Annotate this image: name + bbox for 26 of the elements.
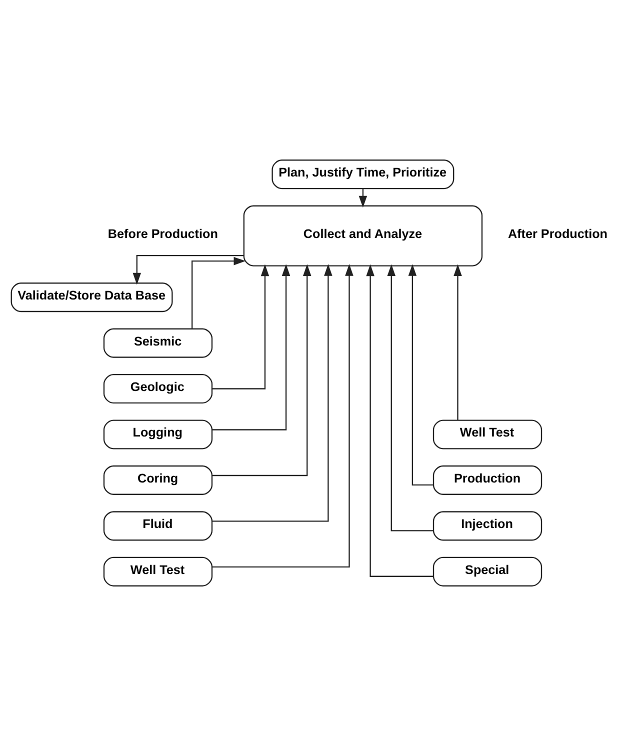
arrow <box>408 264 434 486</box>
arrow <box>212 264 354 568</box>
label: Before Production <box>108 227 218 242</box>
node-box: Validate/Store Data Base <box>10 282 173 312</box>
arrow <box>192 256 246 329</box>
arrow <box>212 264 290 430</box>
node-box: Production <box>432 465 542 495</box>
node-box: Collect and Analyze <box>243 205 483 266</box>
node-box: Coring <box>103 465 213 495</box>
arrow <box>366 264 434 577</box>
node-box: Logging <box>103 420 213 450</box>
arrow <box>212 264 332 522</box>
label: After Production <box>508 227 608 242</box>
node-box: Fluid <box>103 511 213 541</box>
arrow <box>212 264 312 476</box>
node-box: Well Test <box>432 420 542 450</box>
node-box: Injection <box>432 511 542 541</box>
arrow <box>132 254 244 285</box>
arrow <box>212 264 270 390</box>
node-box: Well Test <box>103 556 213 586</box>
arrow <box>454 264 462 420</box>
arrow <box>387 264 434 532</box>
node-box: Plan, Justify Time, Prioritize <box>272 160 454 190</box>
node-box: Geologic <box>103 374 213 404</box>
node-box: Special <box>432 556 542 586</box>
node-box: Seismic <box>103 328 213 358</box>
